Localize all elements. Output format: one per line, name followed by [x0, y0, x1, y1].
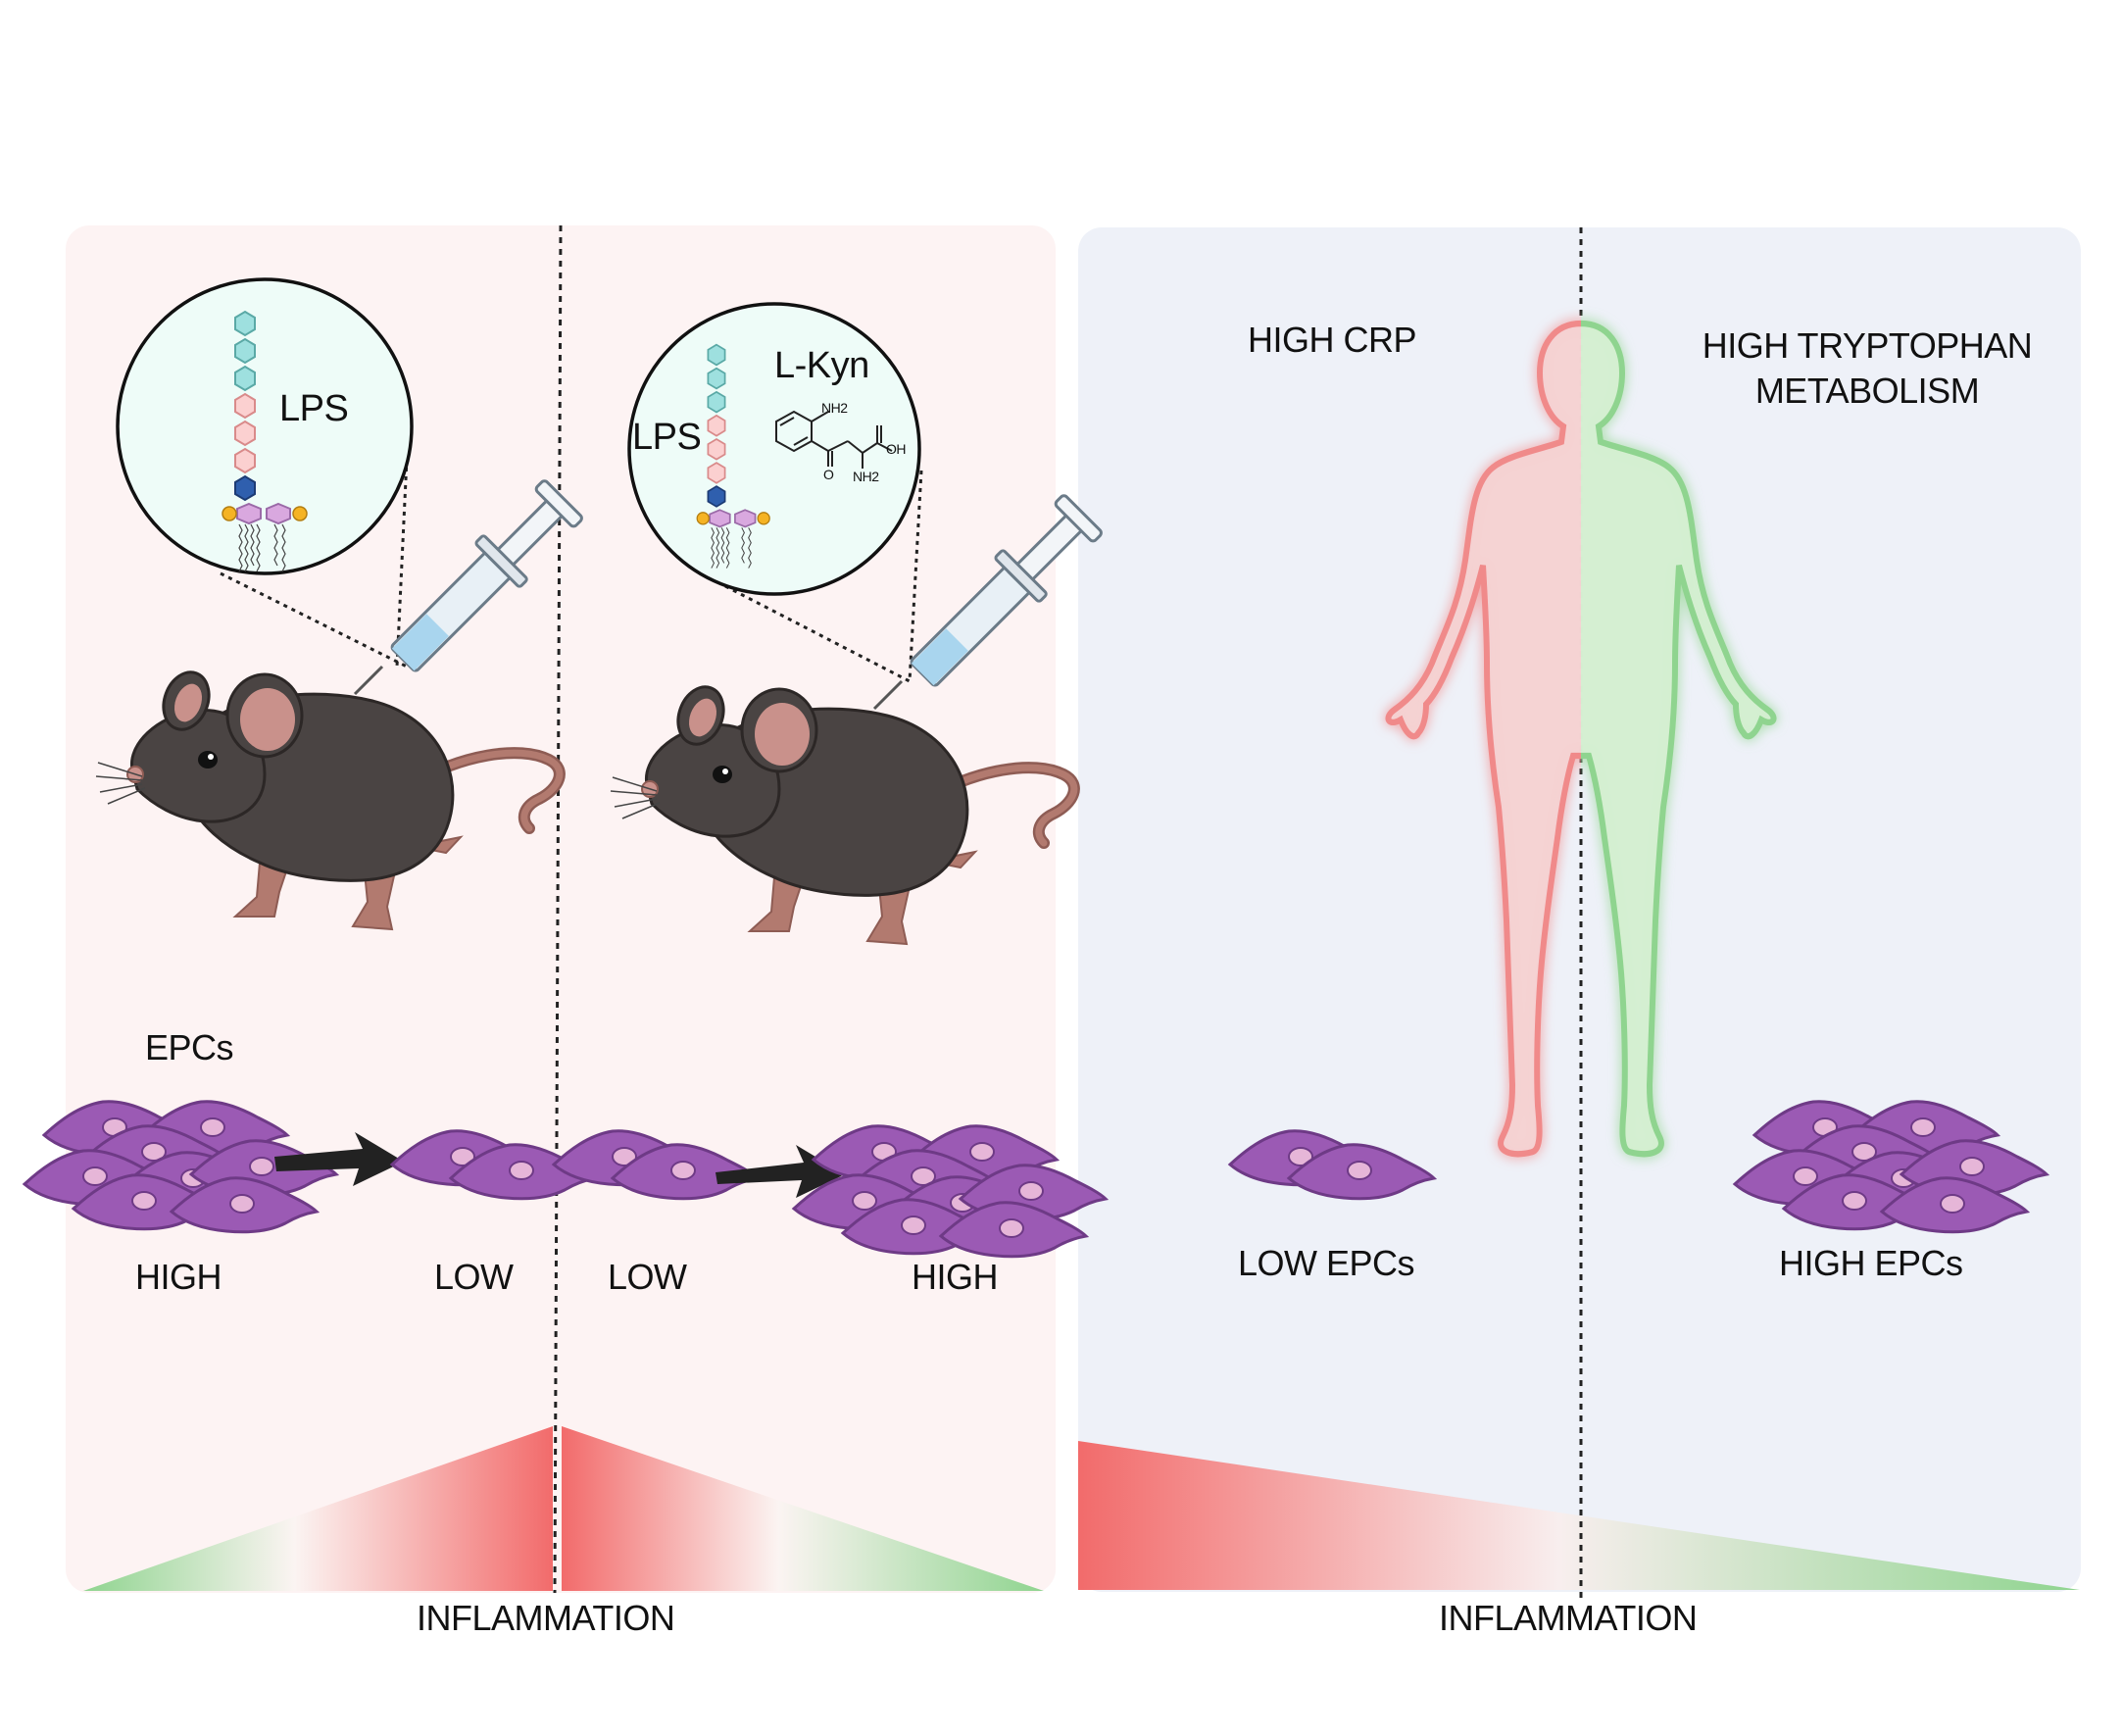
- inflammation-label-mouse: INFLAMMATION: [417, 1598, 675, 1638]
- high-crp-label: HIGH CRP: [1248, 320, 1417, 360]
- inflammation-label-human: INFLAMMATION: [1439, 1598, 1698, 1638]
- low-label-left: LOW: [434, 1257, 514, 1297]
- lps-label-right: LPS: [632, 417, 702, 458]
- high-label-right: HIGH: [912, 1257, 999, 1297]
- inflammation-wedge-human: [1078, 1441, 2080, 1590]
- high-epcs-label: HIGH EPCs: [1779, 1243, 1963, 1283]
- high-tryptophan-line1: HIGH TRYPTOPHAN: [1702, 325, 2033, 366]
- mouse-panel-divider: [553, 224, 563, 1594]
- arrow-right-right-icon: [716, 1145, 845, 1198]
- high-tryptophan-line2: METABOLISM: [1754, 371, 1980, 411]
- lps-label-left: LPS: [279, 388, 349, 429]
- oh-label: OH: [886, 441, 907, 457]
- high-label-left: HIGH: [135, 1257, 222, 1297]
- lps-magnifier-left: [116, 277, 414, 669]
- arrow-right-left-icon: [274, 1132, 404, 1186]
- lps-kyn-magnifier: [627, 302, 923, 683]
- inflammation-triangle-right: [562, 1426, 1044, 1591]
- epcs-label: EPCs: [145, 1027, 234, 1067]
- o-label: O: [823, 467, 834, 482]
- nh2-label-top: NH2: [821, 400, 848, 416]
- nh2-label-bottom: NH2: [853, 469, 879, 484]
- inflammation-triangle-left: [83, 1426, 553, 1591]
- l-kyn-structure: [775, 410, 893, 469]
- low-label-right: LOW: [608, 1257, 687, 1297]
- l-kyn-label: L-Kyn: [774, 345, 869, 386]
- high-tryptophan-label: HIGH TRYPTOPHAN METABOLISM: [1686, 323, 2048, 414]
- low-epcs-label: LOW EPCs: [1238, 1243, 1415, 1283]
